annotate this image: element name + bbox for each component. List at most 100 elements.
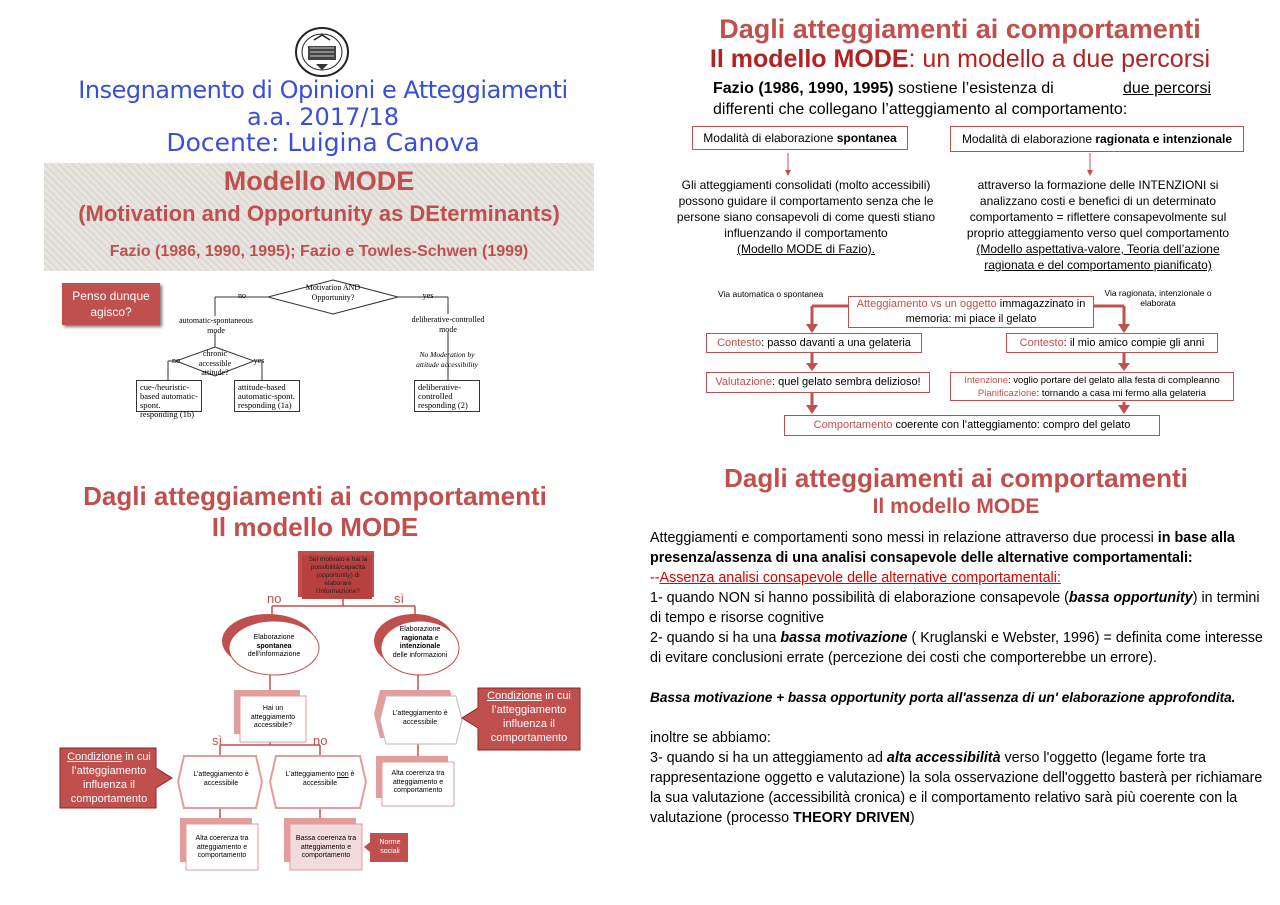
mode-flowchart-lines [167,279,449,380]
p7-rest: verso l'oggetto (legame forte tra rappre… [650,750,1263,826]
ellipse-right-line1: Elaborazione [399,626,441,633]
model-title: Modello MODE [223,166,415,196]
reasoned-description-text: attraverso la formazione delle INTENZION… [966,178,1230,240]
not-accessible-non: non [336,771,349,778]
reasoned-mode-label: Modalità di elaborazione [961,132,1096,146]
spontaneous-mode-bold: spontanea [836,131,897,145]
flow-left-mode: automatic-spontaneous mode [179,316,253,335]
condition-right-text: in cui l’atteggiamento influenza il comp… [490,690,571,744]
spontaneous-description: Gli atteggiamenti consolidati (molto acc… [670,177,942,257]
p4-rest: ( Kruglanski e Webster, 1996) = definita… [650,630,1263,666]
context-left-label: Contesto [717,337,762,349]
spontaneous-description-ref: (Modello MODE di Fazio). [736,242,876,256]
p1-bold: in base alla presenza/assenza di una ana… [650,530,1235,566]
p7-text: 3- quando si ha un atteggiamento ad [650,750,887,766]
planning-label: Pianificazione [977,388,1037,399]
branch-si-label: sì [394,591,405,606]
not-accessible-hex-text: L’atteggiamento non è accessibile [282,771,358,788]
intro-underlined: due percorsi [1122,80,1211,97]
reasoned-mode-box: Modalità di elaborazione ragionata e int… [950,126,1244,152]
via-ragionata-label: Via ragionata, intenzionale o elaborata [1104,288,1212,308]
condition-right-label: Condizione [487,690,543,702]
ellipse-right-line3: intenzionale [399,643,441,650]
paragraph-7: 3- quando si ha un atteggiamento ad alta… [650,748,1268,828]
condition-left-label: Condizione [67,751,123,763]
context-right-text: : il mio amico compie gli anni [1063,337,1205,349]
slide2-subtitle: Il modello MODE: un modello a due percor… [660,45,1260,74]
flow-no2-label: no [172,356,180,365]
p3-text: 1- quando NON si hanno possibilità di el… [650,590,1069,606]
paragraph-4: 2- quando si ha una bassa motivazione ( … [650,628,1268,668]
attitude-box: Atteggiamento vs un oggetto immagazzinat… [848,296,1094,328]
slide2-title: Dagli atteggiamenti ai comportamenti [719,14,1201,44]
flow-note: No Moderation by attitude accessibility [416,350,478,369]
university-seal-logo [294,26,350,78]
intro-text-2: differenti che collegano l’atteggiamento… [713,101,1128,118]
callout-box [62,283,160,325]
slide3-subtitle: Il modello MODE [211,512,419,542]
attitude-text: immagazzinato in memoria: mi piace il ge… [905,298,1086,325]
top-question-box-inner [302,555,372,599]
evaluation-text: : quel gelato sembra delizioso! [772,376,921,388]
p7-emph: alta accessibilità [886,750,1001,766]
reasoned-mode-bold: ragionata e intenzionale [1095,132,1233,146]
slide2-subtitle-rest: : un modello a due percorsi [908,45,1211,73]
via-automatica-label: Via automatica o spontanea [718,289,824,299]
flow-no-label: no [238,291,246,300]
p7-bold: THEORY DRIVEN [793,810,910,826]
spontaneous-description-text: Gli atteggiamenti consolidati (molto acc… [676,178,936,240]
behavior-box: Comportamento coerente con l’atteggiamen… [784,415,1160,436]
reasoned-accessible-text: L’atteggiamento è accessibile [392,710,448,726]
ellipse-left-line3: dell’informazione [247,651,301,658]
lecturer: Docente: Luigina Canova [166,128,480,157]
social-norms-text: Norme sociali [379,839,401,855]
behavior-text: coerente con l’atteggiamento: compro del… [892,419,1131,431]
planning-text: : tornando a casa mi fermo alla gelateri… [1036,388,1207,399]
attitude-label: Atteggiamento vs un oggetto [856,298,997,310]
p3-rest: ) in termini di tempo e risorse cognitiv… [650,590,1260,626]
branch-no-label: no [267,591,282,606]
context-right-label: Contesto [1019,337,1064,349]
spontaneous-ellipse-text: Elaborazione spontanea dell’informazione [240,634,308,660]
not-accessible-b: è accessibile [302,771,355,787]
ellipse-right-line2: ragionata [401,634,433,642]
slide3-diagram-lines [59,598,581,871]
ellipse-right-conj: e [434,634,439,642]
branch-si2-label: sì [212,733,223,748]
intention-text: : voglio portare del gelato alla festa d… [1008,375,1220,386]
flow-right-mode: deliberative-controlled mode [411,315,485,334]
p7-end: ) [909,810,915,826]
title-panel [44,163,594,271]
reasoned-description: attraverso la formazione delle INTENZION… [960,177,1236,273]
spontaneous-mode-box: Modalità di elaborazione spontanea [692,126,908,150]
paragraph-3: 1- quando NON si hanno possibilità di el… [650,588,1268,628]
flow-yes-label: yes [422,291,434,300]
intro-authors: Fazio (1986, 1990, 1995) [713,80,894,97]
behavior-label: Comportamento [813,419,893,431]
paragraph-2: --Assenza analisi consapevole delle alte… [650,568,1268,588]
p3-emph: bassa opportunity [1068,590,1193,606]
evaluation-box: Valutazione: quel gelato sembra delizios… [706,372,930,393]
ellipse-left-line2: spontanea [256,642,292,650]
slide2-intro: Fazio (1986, 1990, 1995) sostiene l’esis… [713,78,1211,120]
flow-leaf-1a: attitude-based automatic-spont. respondi… [234,380,300,412]
intention-box: Intenzione: voglio portare del gelato al… [950,372,1234,401]
intention-label: Intenzione [964,375,1009,386]
spontaneous-mode-label: Modalità di elaborazione [703,131,837,145]
academic-year: a.a. 2017/18 [246,103,399,131]
evaluation-label: Valutazione [715,376,773,388]
paragraph-6: inoltre se abbiamo: [650,730,771,746]
slide4-body: Atteggiamenti e comportamenti sono messi… [650,528,1268,828]
reasoned-description-ref: (Modello aspettativa-valore, Teoria dell… [976,242,1220,272]
high-coherence-right-text: Alta coerenza tra atteggiamento e compor… [391,770,445,794]
high-coherence-left-text: Alta coerenza tra atteggiamento e compor… [195,835,249,859]
slide4-subtitle: Il modello MODE [872,495,1040,518]
flow-leaf-1b: cue-/heuristic-based automatic-spont. re… [136,380,202,419]
references: Fazio (1986, 1990, 1995); Fazio e Towles… [109,243,529,260]
not-accessible-a: L’atteggiamento [285,771,337,778]
condition-callout-right: Condizione in cui l’atteggiamento influe… [478,689,580,745]
paragraph-1: Atteggiamenti e comportamenti sono messi… [650,528,1268,568]
low-coherence-text: Bassa coerenza tra atteggiamento e compo… [295,835,357,859]
course-title: Insegnamento di Opinioni e Atteggiamenti [78,76,568,104]
